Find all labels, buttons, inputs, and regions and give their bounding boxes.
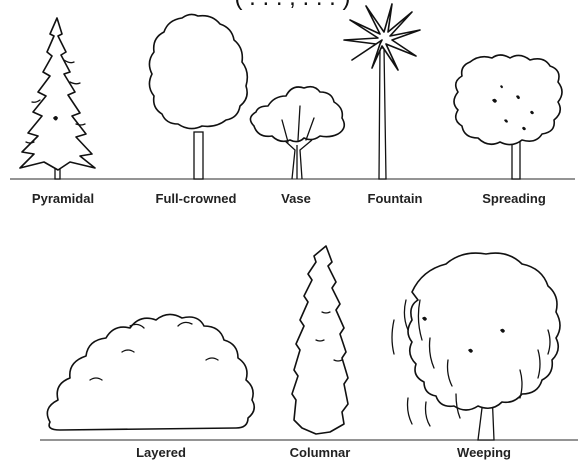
- columnar-tree: [292, 246, 348, 434]
- label-spreading: Spreading: [482, 191, 546, 206]
- layered-tree: [47, 314, 254, 430]
- label-weeping: Weeping: [457, 445, 511, 460]
- full-crowned-tree: [149, 14, 247, 179]
- label-vase: Vase: [281, 191, 311, 206]
- label-full-crowned: Full-crowned: [156, 191, 237, 206]
- label-layered: Layered: [136, 445, 186, 460]
- fountain-tree: [344, 4, 420, 179]
- weeping-tree: [392, 253, 560, 440]
- pyramidal-tree: [20, 18, 95, 179]
- label-pyramidal: Pyramidal: [32, 191, 94, 206]
- vase-tree: [250, 87, 344, 179]
- spreading-tree: [454, 55, 562, 179]
- label-fountain: Fountain: [368, 191, 423, 206]
- label-columnar: Columnar: [290, 445, 351, 460]
